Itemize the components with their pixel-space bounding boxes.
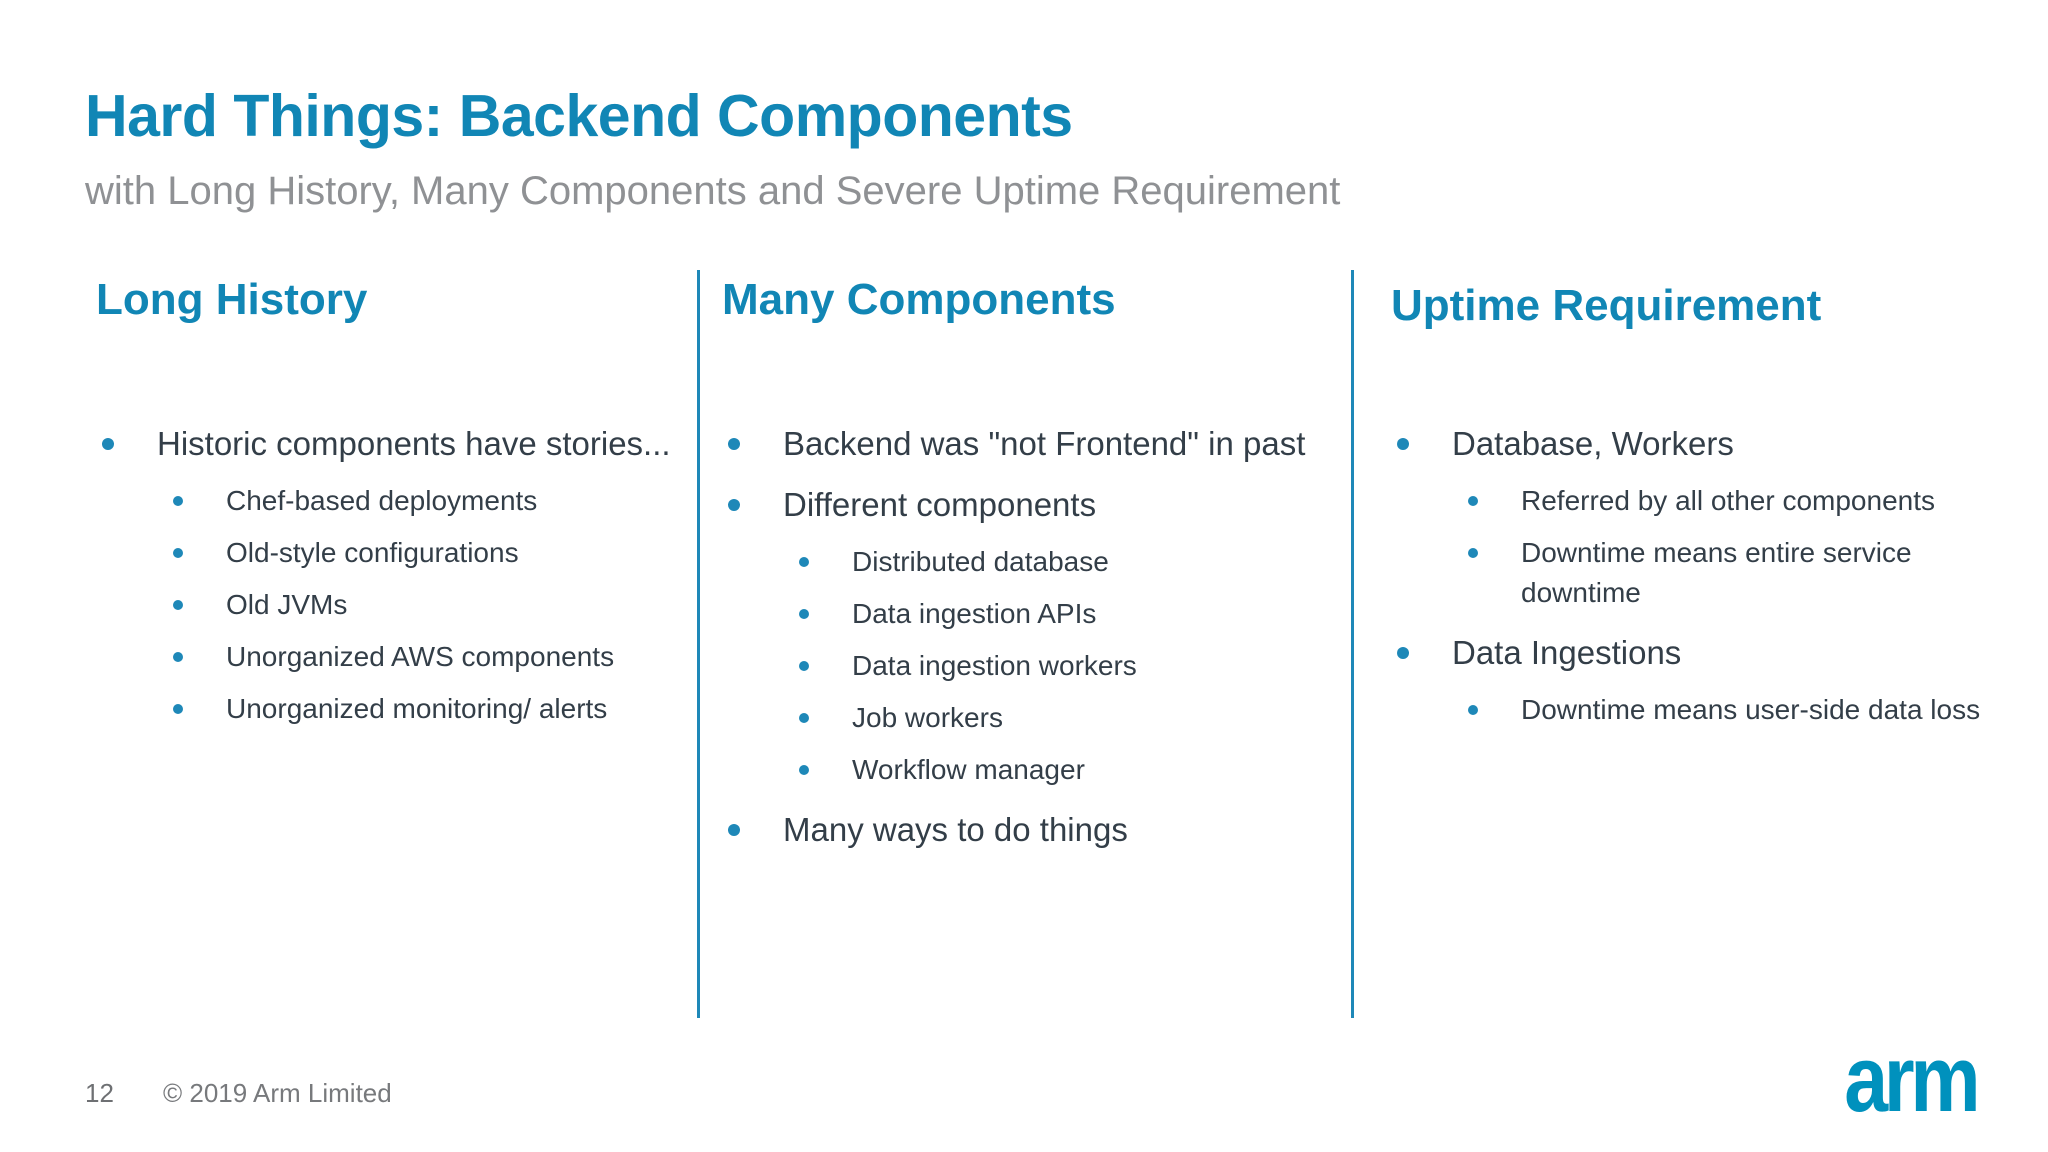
slide-header: Hard Things: Backend Components with Lon… (85, 80, 1340, 216)
list-item: Job workers (797, 698, 1351, 738)
list-item-text: Old JVMs (226, 589, 348, 620)
list-item: Data Ingestions (1391, 629, 1990, 676)
bullet-icon (102, 438, 114, 450)
column-heading: Many Components (722, 275, 1116, 324)
list-item: Data ingestion APIs (797, 594, 1351, 634)
list-item: Distributed database (797, 542, 1351, 582)
bullet-icon (799, 661, 809, 671)
bullet-icon (1468, 548, 1478, 558)
column-long-history: Long History Historic components have st… (85, 270, 697, 1018)
copyright-text: © 2019 Arm Limited (163, 1078, 392, 1108)
page-number: 12 (85, 1078, 114, 1108)
bullet-icon (173, 652, 183, 662)
list-item-text: Many ways to do things (783, 811, 1128, 848)
bullet-icon (728, 824, 740, 836)
list-item: Unorganized monitoring/ alerts (171, 689, 697, 729)
bullet-list: Historic components have stories... Chef… (96, 420, 697, 729)
bullet-icon (173, 496, 183, 506)
column-heading: Uptime Requirement (1391, 281, 1822, 330)
list-item-text: Different components (783, 486, 1097, 523)
bullet-icon (173, 704, 183, 714)
list-item-text: Unorganized AWS components (226, 641, 615, 672)
bullet-icon (728, 499, 740, 511)
list-item: Chef-based deployments (171, 481, 697, 521)
list-item: Old-style configurations (171, 533, 697, 573)
bullet-icon (173, 600, 183, 610)
bullet-icon (1468, 496, 1478, 506)
bullet-icon (799, 713, 809, 723)
list-item-text: Data ingestion workers (852, 650, 1137, 681)
content-columns: Long History Historic components have st… (85, 270, 1990, 1018)
bullet-icon (1468, 705, 1478, 715)
list-item: Downtime means user-side data loss (1466, 690, 1990, 730)
list-item: Downtime means entire service downtime (1466, 533, 1990, 613)
bullet-icon (799, 765, 809, 775)
list-item-text: Backend was "not Frontend" in past (783, 425, 1306, 462)
slide-title: Hard Things: Backend Components (85, 83, 1073, 149)
list-item-text: Downtime means user-side data loss (1521, 694, 1981, 725)
bullet-list: Database, Workers Referred by all other … (1391, 420, 1990, 730)
bullet-icon (799, 609, 809, 619)
list-item: Different components (722, 481, 1351, 528)
list-item: Workflow manager (797, 750, 1351, 790)
bullet-icon (1397, 647, 1409, 659)
list-item: Database, Workers (1391, 420, 1990, 467)
bullet-icon (728, 438, 740, 450)
list-item: Data ingestion workers (797, 646, 1351, 686)
list-item-text: Database, Workers (1452, 425, 1734, 462)
list-item-text: Unorganized monitoring/ alerts (226, 693, 608, 724)
list-item: Old JVMs (171, 585, 697, 625)
list-item: Unorganized AWS components (171, 637, 697, 677)
bullet-icon (173, 548, 183, 558)
bullet-list: Backend was "not Frontend" in past Diffe… (722, 420, 1351, 853)
list-item-text: Data ingestion APIs (852, 598, 1097, 629)
list-item: Many ways to do things (722, 806, 1351, 853)
list-item-text: Referred by all other components (1521, 485, 1935, 516)
list-item-text: Workflow manager (852, 754, 1085, 785)
column-heading: Long History (96, 275, 368, 324)
list-item: Referred by all other components (1466, 481, 1990, 521)
column-many-components: Many Components Backend was "not Fronten… (697, 270, 1351, 1018)
slide-subtitle: with Long History, Many Components and S… (85, 169, 1341, 213)
arm-logo: arm (1843, 1026, 1980, 1131)
bullet-icon (799, 557, 809, 567)
list-item-text: Historic components have stories... (157, 425, 671, 462)
list-item-text: Data Ingestions (1452, 634, 1682, 671)
bullet-icon (1397, 438, 1409, 450)
list-item-text: Distributed database (852, 546, 1109, 577)
list-item: Historic components have stories... (96, 420, 697, 467)
column-uptime-requirement: Uptime Requirement Database, Workers Ref… (1351, 270, 1990, 1018)
list-item-text: Old-style configurations (226, 537, 519, 568)
list-item: Backend was "not Frontend" in past (722, 420, 1351, 467)
list-item-text: Chef-based deployments (226, 485, 538, 516)
list-item-text: Downtime means entire service downtime (1521, 537, 1912, 608)
list-item-text: Job workers (852, 702, 1003, 733)
